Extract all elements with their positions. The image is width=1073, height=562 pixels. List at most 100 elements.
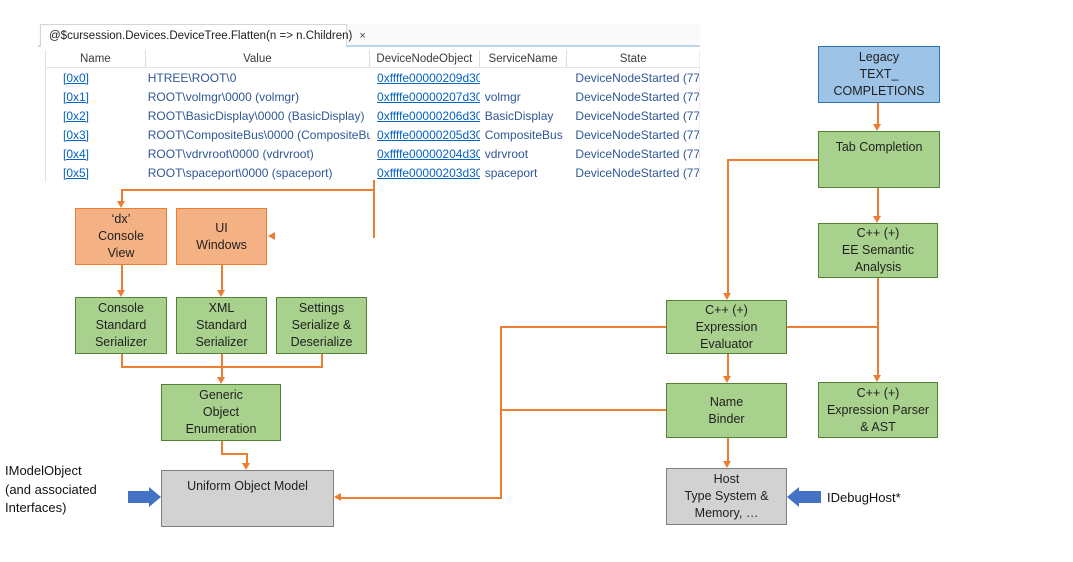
arrowhead-icon [723, 293, 731, 300]
connector-line [121, 265, 123, 291]
node-xml-standard-serializer: XML Standard Serializer [176, 297, 267, 354]
idebughost-arrow-icon [787, 487, 799, 507]
state-cell: DeviceNodeStarted (776) [575, 89, 700, 104]
column-header-state[interactable]: State [619, 52, 647, 65]
arrowhead-icon [117, 290, 125, 297]
connector-line [500, 326, 502, 499]
node-tab-completion: Tab Completion [818, 131, 940, 188]
connector-line [221, 453, 248, 455]
row-index-link[interactable]: [0x4] [63, 146, 90, 161]
connector-line [246, 453, 248, 464]
connector-line [121, 189, 374, 191]
device-node-object-link[interactable]: 0xffffe00000206d30 [377, 108, 480, 123]
column-header-devicenodeobject[interactable]: DeviceNodeObject [370, 50, 480, 67]
arrowhead-icon [117, 201, 125, 208]
connector-line [727, 159, 729, 294]
table-row: [0x1] ROOT\volmgr\0000 (volmgr) 0xffffe0… [46, 87, 699, 106]
table-header: Name Value DeviceNodeObject ServiceName … [46, 50, 699, 68]
node-ui-windows: UI Windows [176, 208, 267, 265]
connector-line [500, 326, 666, 328]
state-cell: DeviceNodeStarted (776) [575, 127, 700, 142]
connector-line [121, 189, 123, 202]
arrowhead-icon [217, 290, 225, 297]
node-expression-evaluator: C++ (+) Expression Evaluator [666, 300, 787, 354]
arrowhead-icon [723, 376, 731, 383]
column-header-name[interactable]: Name [46, 50, 146, 67]
connector-line [727, 159, 818, 161]
row-index-link[interactable]: [0x5] [63, 165, 90, 180]
service-name-cell: CompositeBus [484, 127, 563, 142]
value-cell: HTREE\ROOT\0 [147, 70, 237, 85]
connector-line [340, 497, 502, 499]
node-dx-console-view: ‘dx’ Console View [75, 208, 167, 265]
node-ee-semantic-analysis: C++ (+) EE Semantic Analysis [818, 223, 938, 278]
node-host-type-system: Host Type System & Memory, … [666, 468, 787, 525]
tab-device-tree-query[interactable]: @$cursession.Devices.DeviceTree.Flatten(… [40, 24, 366, 47]
state-cell: DeviceNodeStarted (776) [575, 108, 700, 123]
device-tree-table: Name Value DeviceNodeObject ServiceName … [45, 50, 700, 182]
connector-line [373, 180, 375, 238]
state-cell: DeviceNodeStarted (776) [575, 70, 700, 85]
device-node-object-link[interactable]: 0xffffe00000209d30 [377, 70, 480, 85]
service-name-cell: vdrvroot [484, 146, 529, 161]
value-cell: ROOT\volmgr\0000 (volmgr) [147, 89, 300, 104]
arrowhead-icon [723, 461, 731, 468]
table-row: [0x4] ROOT\vdrvroot\0000 (vdrvroot) 0xff… [46, 144, 699, 163]
row-index-link[interactable]: [0x3] [63, 127, 90, 142]
connector-line [221, 265, 223, 291]
connector-line [877, 278, 879, 377]
arrowhead-icon [873, 124, 881, 131]
device-node-object-link[interactable]: 0xffffe00000207d30 [377, 89, 480, 104]
table-row: [0x0] HTREE\ROOT\0 0xffffe00000209d30 De… [46, 68, 699, 87]
device-node-object-link[interactable]: 0xffffe00000205d30 [377, 127, 480, 142]
table-row: [0x3] ROOT\CompositeBus\0000 (CompositeB… [46, 125, 699, 144]
arrowhead-icon [217, 377, 225, 384]
node-name-binder: Name Binder [666, 383, 787, 438]
value-cell: ROOT\spaceport\0000 (spaceport) [147, 165, 333, 180]
node-expression-parser-ast: C++ (+) Expression Parser & AST [818, 382, 938, 438]
connector-line [221, 366, 223, 378]
arrowhead-icon [873, 375, 881, 382]
value-cell: ROOT\BasicDisplay\0000 (BasicDisplay) [147, 108, 365, 123]
node-uniform-object-model: Uniform Object Model [161, 470, 334, 527]
value-cell: ROOT\CompositeBus\0000 (CompositeBus) [147, 127, 371, 142]
connector-line [500, 409, 666, 411]
tab-bar: @$cursession.Devices.DeviceTree.Flatten(… [38, 24, 700, 47]
column-header-value[interactable]: Value [146, 50, 371, 67]
value-cell: ROOT\vdrvroot\0000 (vdrvroot) [147, 146, 314, 161]
connector-line [787, 326, 878, 328]
connector-line [221, 441, 223, 455]
column-header-servicename[interactable]: ServiceName [480, 50, 568, 67]
connector-line [877, 103, 879, 125]
node-console-standard-serializer: Console Standard Serializer [75, 297, 167, 354]
imodelobject-arrow-icon [128, 491, 150, 503]
connector-line [121, 354, 123, 368]
row-index-link[interactable]: [0x0] [63, 70, 90, 85]
connector-line [321, 354, 323, 368]
imodelobject-arrow-icon [149, 487, 161, 507]
table-row: [0x2] ROOT\BasicDisplay\0000 (BasicDispl… [46, 106, 699, 125]
state-cell: DeviceNodeStarted (776) [575, 165, 700, 180]
idebughost-arrow-icon [799, 491, 821, 503]
row-index-link[interactable]: [0x1] [63, 89, 90, 104]
table-row: [0x5] ROOT\spaceport\0000 (spaceport) 0x… [46, 163, 699, 182]
service-name-cell: spaceport [484, 165, 538, 180]
device-node-object-link[interactable]: 0xffffe00000203d30 [377, 165, 480, 180]
tab-title: @$cursession.Devices.DeviceTree.Flatten(… [49, 30, 353, 42]
arrowhead-icon [334, 493, 341, 501]
service-name-cell: BasicDisplay [484, 108, 554, 123]
connector-line [221, 354, 223, 368]
connector-line [877, 188, 879, 217]
node-settings-serialize-deserialize: Settings Serialize & Deserialize [276, 297, 367, 354]
device-node-object-link[interactable]: 0xffffe00000204d30 [377, 146, 480, 161]
arrowhead-icon [242, 463, 250, 470]
imodelobject-label: IModelObject (and associated Interfaces) [5, 463, 97, 515]
node-generic-object-enumeration: Generic Object Enumeration [161, 384, 281, 441]
connector-line [727, 354, 729, 378]
service-name-cell: volmgr [484, 89, 521, 104]
arrowhead-icon [873, 216, 881, 223]
idebughost-label: IDebugHost* [827, 490, 901, 505]
close-icon[interactable]: × [359, 30, 366, 42]
row-index-link[interactable]: [0x2] [63, 108, 90, 123]
